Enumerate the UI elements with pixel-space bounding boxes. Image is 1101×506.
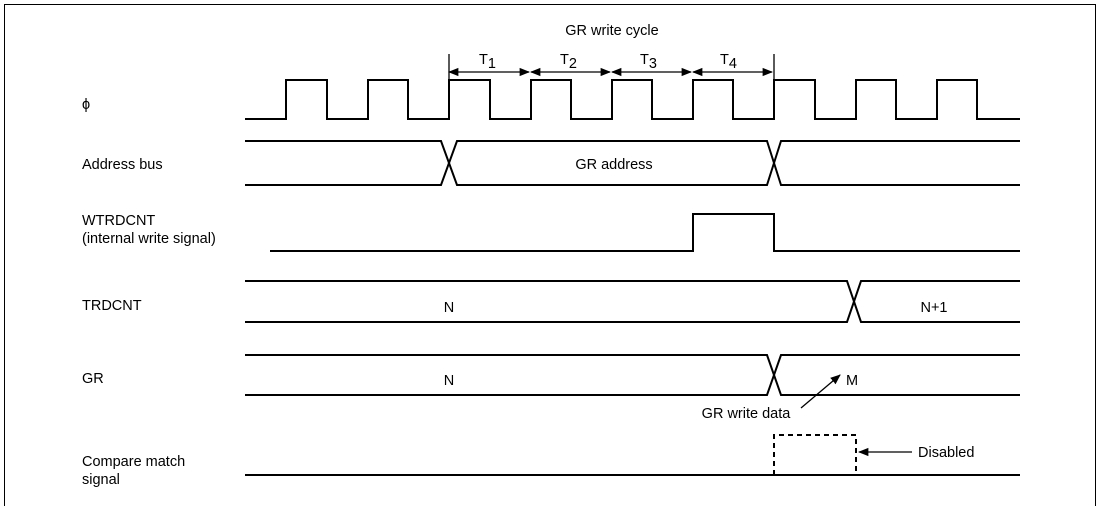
phi-clock-waveform — [245, 79, 1020, 120]
wtrdcnt-waveform — [270, 213, 1020, 252]
compare-match-disabled-pulse — [773, 434, 857, 475]
period-labels: T1 T2 T3 T4 — [479, 52, 737, 72]
signal-label-wtrdcnt: WTRDCNT — [82, 213, 156, 229]
gr-waveform — [245, 354, 1020, 396]
signal-label-trdcnt: TRDCNT — [82, 298, 142, 314]
trdcnt-waveform — [245, 280, 1020, 323]
t3-label: T3 — [640, 52, 657, 72]
trdcnt-value-before: N — [444, 300, 454, 316]
signal-label-phi: ϕ — [82, 97, 91, 113]
t4-label: T4 — [720, 52, 737, 72]
signal-label-compare-match: Compare match — [82, 454, 186, 470]
disabled-label: Disabled — [918, 445, 974, 461]
signal-label-wtrdcnt-desc: (internal write signal) — [82, 231, 216, 247]
trdcnt-value-after: N+1 — [920, 300, 947, 316]
write-cycle-title: GR write cycle — [565, 23, 658, 39]
gr-value-before: N — [444, 373, 454, 389]
gr-write-data-arrow — [800, 374, 841, 409]
signal-label-compare-match-2: signal — [82, 472, 120, 488]
diagram-frame — [4, 4, 1096, 506]
t1-label: T1 — [479, 52, 496, 72]
signal-label-gr: GR — [82, 371, 104, 387]
t2-label: T2 — [560, 52, 577, 72]
gr-write-data-label: GR write data — [702, 406, 792, 422]
signal-label-address-bus: Address bus — [82, 157, 163, 173]
gr-value-after: M — [846, 373, 858, 389]
address-bus-value: GR address — [575, 157, 652, 173]
address-bus-waveform — [245, 140, 1020, 186]
